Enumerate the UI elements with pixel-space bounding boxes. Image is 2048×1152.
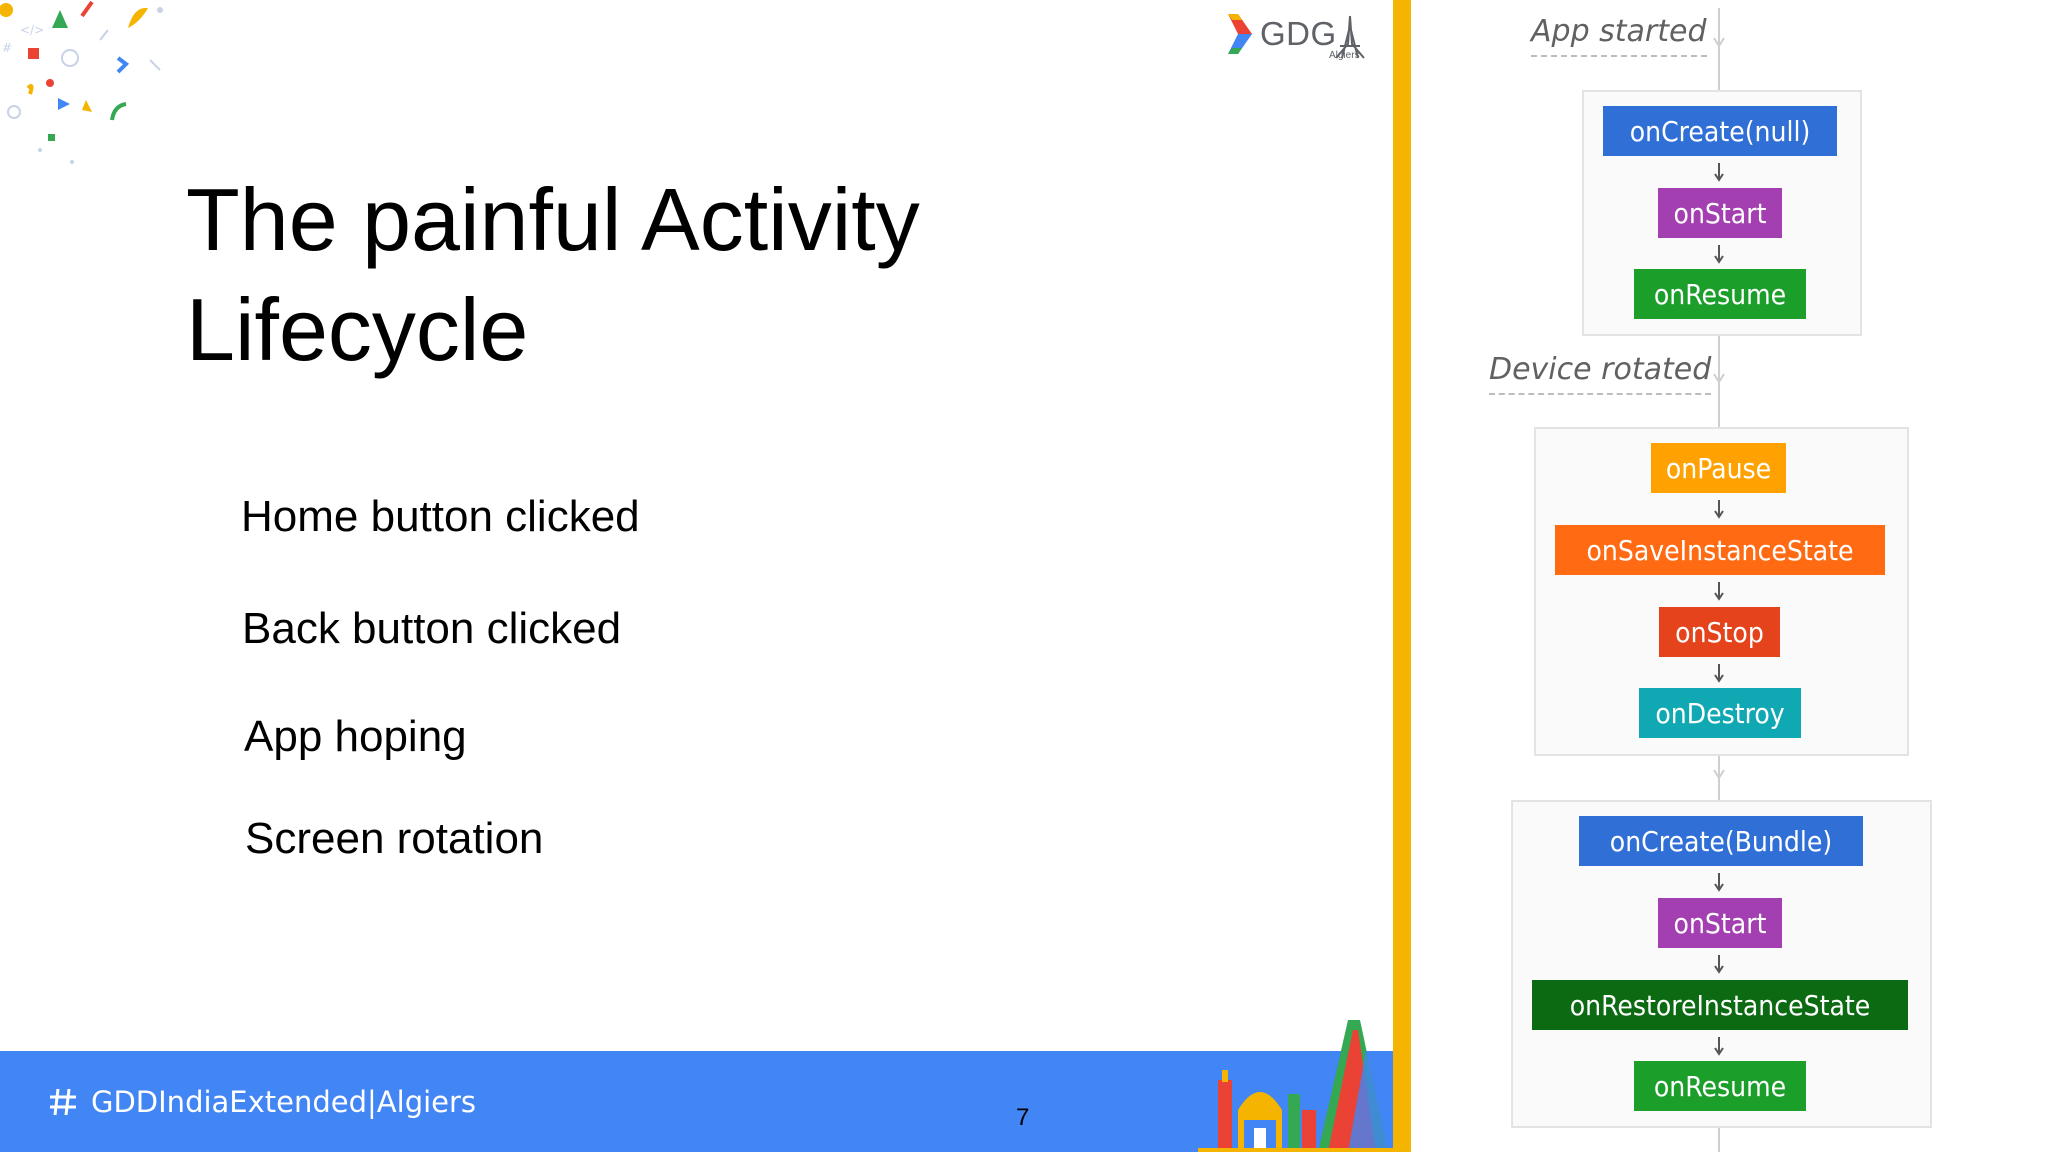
bullet-item: Home button clicked	[241, 492, 640, 541]
lifecycle-method-box: onStart	[1658, 188, 1782, 238]
confetti-decoration: # </>	[0, 0, 163, 164]
slide-title-line-2: Lifecycle	[186, 280, 529, 379]
divider-bar	[1393, 0, 1411, 1152]
bullet-item: Screen rotation	[245, 814, 544, 863]
lifecycle-method-box: onSaveInstanceState	[1555, 525, 1885, 575]
down-arrow-icon	[1714, 500, 1724, 519]
down-arrow-icon	[1714, 1036, 1724, 1056]
lifecycle-method-box: onStart	[1658, 898, 1782, 948]
lifecycle-method-box: onCreate(null)	[1603, 106, 1837, 156]
event-label-app-started: App started	[1531, 14, 1707, 57]
page-number: 7	[1016, 1104, 1030, 1131]
skyline-illustration	[1198, 1020, 1393, 1152]
lifecycle-method-box: onResume	[1634, 269, 1806, 319]
slide: # </> GDG Algiers The painful Activity L…	[0, 0, 1393, 1152]
down-arrow-icon	[1714, 955, 1724, 974]
gdg-chevron-icon	[1228, 14, 1252, 54]
lifecycle-method-box: onRestoreInstanceState	[1532, 980, 1908, 1030]
lifecycle-method-box: onCreate(Bundle)	[1579, 816, 1863, 866]
hashtag-icon	[50, 1088, 76, 1116]
algiers-label: Algiers	[1329, 50, 1360, 61]
lifecycle-method-box: onResume	[1634, 1061, 1806, 1111]
footer-bar	[0, 1051, 1393, 1152]
lifecycle-method-box: onPause	[1651, 443, 1786, 493]
gdg-text: GDG	[1260, 15, 1337, 52]
hashtag-text: GDDIndiaExtended|Algiers	[91, 1085, 477, 1119]
slide-title-line-1: The painful Activity	[186, 170, 920, 269]
down-arrow-icon	[1714, 582, 1724, 601]
lifecycle-diagram: App started Device rotated onCreate(null…	[1411, 0, 2048, 1152]
slide-title: The painful Activity Lifecycle	[186, 165, 1086, 385]
svg-text:#: #	[2, 41, 12, 55]
event-label-device-rotated: Device rotated	[1489, 352, 1712, 395]
footer-hashtag: GDDIndiaExtended|Algiers	[47, 1085, 476, 1119]
bullet-item: App hoping	[244, 712, 467, 761]
bullet-item: Back button clicked	[242, 604, 622, 653]
algiers-monument-icon	[1335, 15, 1365, 59]
gdg-logo: GDG	[1228, 14, 1337, 54]
lifecycle-method-box: onStop	[1659, 607, 1780, 657]
down-arrow-icon	[1714, 663, 1724, 683]
down-arrow-icon	[1714, 244, 1724, 264]
svg-text:</>: </>	[20, 23, 44, 37]
lifecycle-method-box: onDestroy	[1639, 688, 1801, 738]
down-arrow-icon	[1714, 163, 1724, 182]
down-arrow-icon	[1714, 873, 1724, 892]
